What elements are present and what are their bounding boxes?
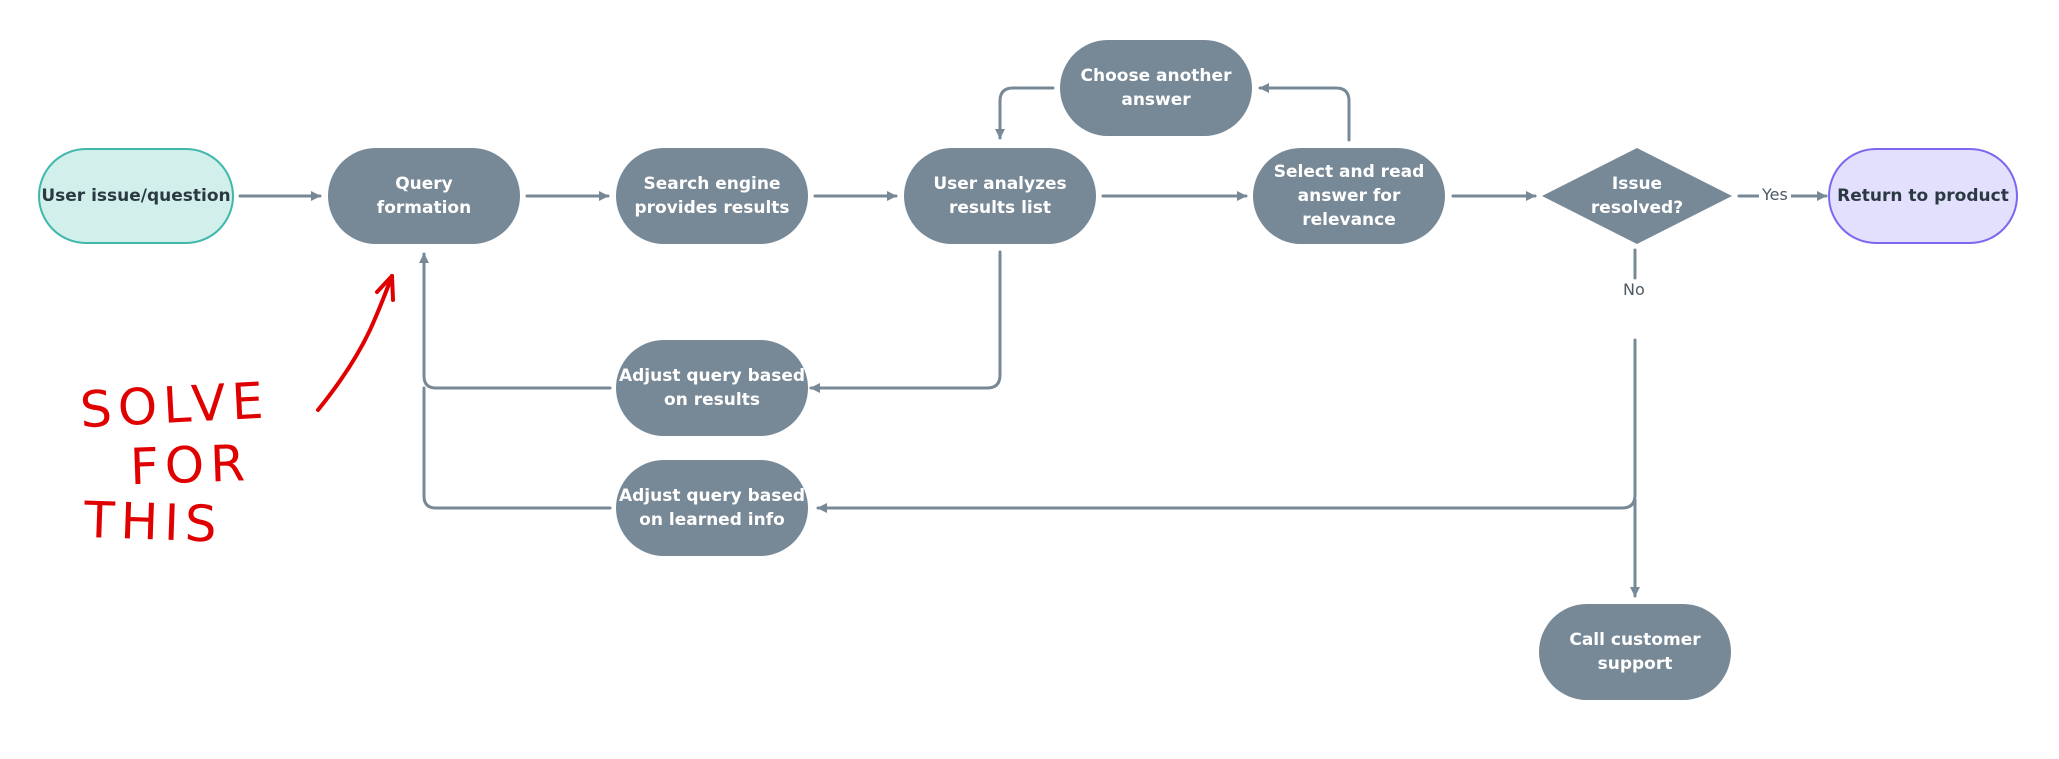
annotation-line-1: SOLVE — [78, 371, 271, 440]
node-query-formation[interactable]: Query formation — [328, 148, 520, 244]
edge-adjust-results-to-query — [419, 252, 612, 390]
node-adjust-learned[interactable]: Adjust query based on learned info — [616, 460, 808, 556]
node-issue-resolved[interactable]: Issue resolved? — [1542, 148, 1732, 244]
node-return-to-product[interactable]: Return to product — [1828, 148, 2018, 244]
node-search-engine[interactable]: Search engine provides results — [616, 148, 808, 244]
edge-adjust-learned-to-query — [422, 386, 612, 510]
edge-choose-to-analyze — [995, 86, 1055, 140]
decision-label: Issue resolved? — [1590, 174, 1684, 218]
node-adjust-results[interactable]: Adjust query based on results — [616, 340, 808, 436]
annotation-line-2: FOR — [129, 434, 252, 497]
edge-label-yes: Yes — [1759, 185, 1791, 204]
diamond-shape — [1542, 148, 1732, 244]
node-call-support[interactable]: Call customer support — [1539, 604, 1731, 700]
annotation-line-3: THIS — [83, 490, 224, 554]
edge-no-to-adjust-learned — [816, 338, 1637, 513]
edge-select-to-choose — [1258, 83, 1351, 142]
handwritten-arrow — [316, 274, 395, 412]
node-choose-another[interactable]: Choose another answer — [1060, 40, 1252, 136]
edge-label-no: No — [1620, 280, 1648, 299]
node-user-analyzes[interactable]: User analyzes results list — [904, 148, 1096, 244]
node-select-read[interactable]: Select and read answer for relevance — [1253, 148, 1445, 244]
edge-analyze-to-adjust-results — [809, 250, 1002, 393]
node-user-issue[interactable]: User issue/question — [38, 148, 234, 244]
handwritten-annotation: SOLVE FOR THIS — [79, 371, 320, 574]
